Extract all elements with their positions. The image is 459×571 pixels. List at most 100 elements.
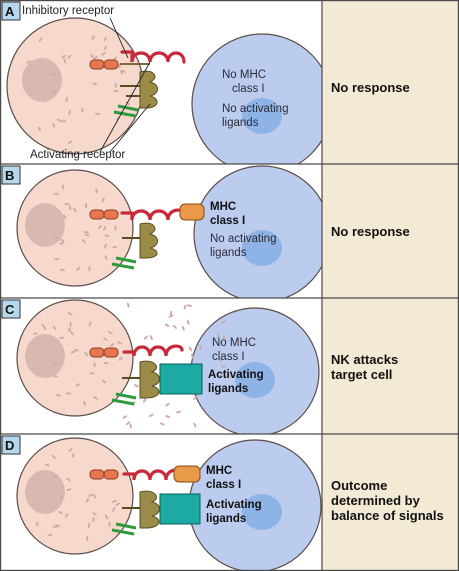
granule [103, 36, 107, 42]
granule [104, 45, 107, 51]
ligand-label: ligands [208, 383, 248, 395]
granule [101, 52, 106, 56]
granule [113, 90, 119, 92]
granule [114, 82, 117, 88]
callout-inhibitory [109, 17, 129, 59]
granule [52, 375, 58, 378]
outcome-text: No response [331, 224, 410, 239]
released-granule [164, 323, 170, 328]
granule [114, 225, 117, 231]
granule [92, 512, 97, 516]
granule [68, 447, 73, 452]
nk-nucleus [25, 470, 65, 514]
granule [93, 396, 99, 400]
panel-c: No MHC class I Activating ligands NK att… [1, 299, 398, 434]
granule [89, 372, 95, 375]
target-text-line: No MHC [222, 69, 266, 81]
released-granule [218, 358, 223, 363]
target-nucleus [242, 230, 282, 266]
released-granule [126, 421, 131, 426]
target-text-line: ligands [222, 117, 259, 129]
released-granule [172, 324, 177, 329]
granule [112, 506, 115, 512]
granule [47, 533, 53, 537]
nk-cell [16, 299, 134, 417]
signal-bead [89, 209, 105, 220]
granule [87, 523, 91, 529]
released-granule [186, 304, 192, 307]
adapter [115, 256, 137, 264]
granule [102, 197, 105, 203]
granule [113, 56, 118, 61]
panel-d: MHC class I Activating ligands Outcome d… [1, 435, 444, 571]
target-nucleus [235, 362, 275, 398]
ligand-label: ligands [206, 513, 246, 525]
mhc-label: class I [210, 215, 245, 227]
granule [66, 392, 72, 395]
released-granule [134, 384, 139, 388]
granule [59, 238, 65, 242]
granule [67, 140, 73, 145]
granule [84, 233, 90, 236]
granule [108, 521, 111, 527]
granule [75, 383, 80, 387]
released-granule [129, 423, 132, 429]
activating-ligand [159, 493, 201, 525]
panel-letter: D [5, 438, 14, 453]
granule [105, 514, 108, 520]
granule [44, 463, 50, 467]
inhibitory-receptor [89, 344, 184, 358]
released-granule [223, 335, 226, 341]
granule [59, 268, 66, 272]
activating-receptor [111, 490, 160, 536]
granule [83, 400, 86, 406]
signal-bead [103, 59, 119, 70]
adapter [115, 392, 137, 400]
released-granule [143, 398, 147, 403]
granule [81, 239, 86, 244]
outcome-text: determined by [331, 493, 421, 508]
target-nucleus [242, 98, 282, 134]
granule [66, 477, 71, 482]
released-granule [199, 344, 202, 350]
released-granule [126, 302, 130, 308]
inhibitory-receptor [89, 50, 186, 70]
granule [64, 203, 70, 206]
granule [93, 55, 98, 60]
released-granule [193, 422, 197, 428]
activating-receptor [111, 360, 160, 406]
granule [84, 352, 89, 357]
granule [85, 203, 88, 209]
granule [67, 312, 73, 316]
adapter [115, 522, 137, 530]
granule [52, 122, 56, 128]
signal-bead [103, 209, 119, 220]
granule [112, 246, 118, 249]
granule [76, 266, 81, 271]
adapter [111, 528, 135, 536]
granule [95, 112, 101, 115]
granule [115, 502, 121, 506]
granule [121, 70, 127, 73]
released-granule [188, 346, 192, 352]
granule [88, 493, 94, 497]
granule [108, 331, 113, 335]
granule [55, 394, 61, 397]
granule [111, 499, 117, 503]
granule [65, 96, 68, 102]
granule [103, 226, 107, 231]
released-granule [191, 353, 194, 359]
nk-nucleus [22, 58, 62, 102]
granule [50, 73, 56, 76]
granule [70, 350, 76, 354]
adapter [111, 398, 135, 406]
target-text-line: class I [232, 83, 265, 95]
panel-letter-box [1, 1, 21, 21]
granule [72, 452, 75, 458]
granule [93, 362, 96, 368]
panel-letter: B [5, 168, 14, 183]
nk-nucleus [25, 203, 65, 247]
outcome-text: NK attacks [331, 352, 398, 367]
